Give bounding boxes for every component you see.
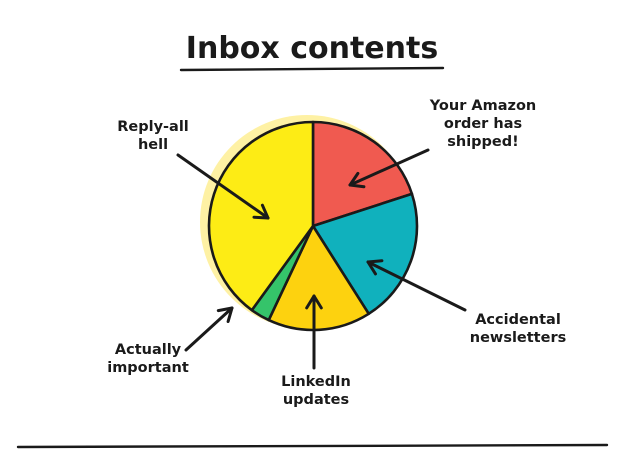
callout-linkedin-updates: LinkedIn updates (281, 294, 351, 408)
callout-arrowhead-linkedin-updates (305, 294, 323, 310)
callout-label-line: LinkedIn (281, 374, 351, 390)
pie (200, 115, 419, 332)
callout-label-line: Accidental (475, 312, 561, 328)
title-underline (179, 66, 445, 72)
callout-arrowhead-accidental-newsletters (366, 259, 384, 276)
callout-label-reply-all-hell: Reply-all hell (117, 119, 189, 153)
callout-arrowhead-reply-all-hell (252, 203, 270, 220)
callouts: Your Amazon order has shipped! Accidental ne… (107, 98, 566, 408)
pie-slice-linkedin-updates (267, 224, 371, 332)
callout-label-accidental-newsletters: Accidental newsletters (470, 312, 566, 346)
callout-label-line: updates (283, 392, 349, 408)
callout-arrow-accidental-newsletters (366, 260, 467, 312)
callout-arrow-reply-all-hell (176, 153, 270, 220)
callout-arrowhead-actually-important (216, 306, 234, 323)
callout-label-line: Your Amazon (429, 98, 537, 114)
pie-slice-your-amazon-order-has-shipped (311, 120, 414, 228)
callout-arrow-your-amazon-order-has-shipped (348, 148, 430, 187)
callout-your-amazon-order-has-shipped: Your Amazon order has shipped! (348, 98, 537, 189)
callout-label-linkedin-updates: LinkedIn updates (281, 374, 351, 408)
callout-arrow-actually-important (184, 306, 234, 352)
callout-reply-all-hell: Reply-all hell (117, 119, 270, 220)
callout-label-line: Actually (115, 342, 182, 358)
callout-label-line: shipped! (447, 134, 519, 150)
chart-title: Inbox contents (186, 31, 438, 66)
callout-arrowhead-your-amazon-order-has-shipped (348, 171, 366, 189)
callout-label-line: order has (444, 116, 522, 132)
bottom-divider (16, 443, 609, 449)
callout-label-actually-important: Actually important (107, 342, 189, 376)
callout-label-line: important (107, 360, 189, 376)
callout-label-line: newsletters (470, 330, 566, 346)
callout-label-your-amazon-order-has-shipped: Your Amazon order has shipped! (429, 98, 537, 150)
callout-label-line: hell (138, 137, 168, 153)
pie-slice-accidental-newsletters (311, 192, 419, 316)
callout-accidental-newsletters: Accidental newsletters (366, 259, 566, 346)
callout-label-line: Reply-all (117, 119, 189, 135)
pie-slice-reply-all-hell (207, 120, 315, 312)
callout-actually-important: Actually important (107, 306, 234, 376)
